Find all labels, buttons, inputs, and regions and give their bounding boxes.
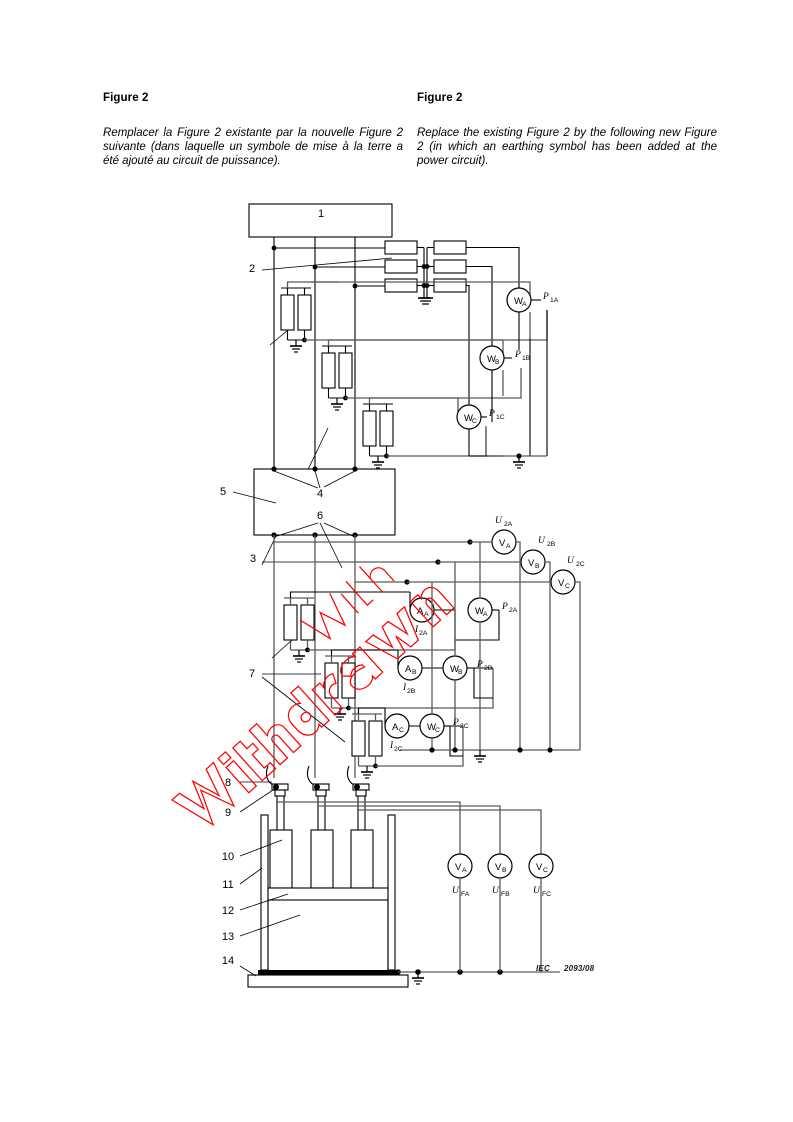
meter-sublabel-va-secondary: A: [506, 543, 511, 550]
meter-sublabel-wa: A: [522, 301, 527, 308]
quantity-sublabel-i2c: 2C: [394, 746, 403, 753]
callout-3: 3: [250, 553, 256, 565]
figure-2-diagram: .blk{stroke:#000;stroke-width:1.1;fill:n…: [0, 190, 793, 1000]
meter-label-wb-secondary: W: [450, 664, 459, 675]
meter-sublabel-va-furnace: A: [462, 867, 467, 874]
quantity-label-i2b: I: [402, 683, 407, 693]
iec-reference-number: 2093/08: [563, 964, 595, 973]
quantity-label-u2b: U: [538, 536, 546, 546]
callout-9: 9: [225, 807, 231, 819]
meter-label-vc-furnace: V: [536, 862, 543, 873]
quantity-sublabel-i2a: 2A: [419, 630, 428, 637]
quantity-label-ufa: U: [452, 886, 460, 896]
quantity-sublabel-p1a: 1A: [550, 297, 559, 304]
meter-label-wa-secondary: W: [475, 606, 484, 617]
quantity-label-ufb: U: [492, 886, 500, 896]
quantity-label-ufc: U: [533, 886, 541, 896]
meter-label-va-furnace: V: [455, 862, 462, 873]
meter-sublabel-vc-secondary: C: [565, 583, 570, 590]
callout-8: 8: [225, 777, 231, 789]
withdrawn-watermark: [170, 586, 455, 827]
quantity-label-p2c: P: [452, 718, 459, 728]
meter-label-wc-secondary: W: [427, 722, 436, 733]
callout-5: 5: [220, 486, 226, 498]
meter-sublabel-ab: B: [412, 669, 417, 676]
quantity-sublabel-u2b: 2B: [547, 541, 556, 548]
quantity-sublabel-u2c: 2C: [576, 561, 585, 568]
callout-7: 7: [249, 668, 255, 680]
quantity-label-p2a: P: [501, 602, 508, 612]
circuit-schematic-svg: .blk{stroke:#000;stroke-width:1.1;fill:n…: [170, 203, 585, 988]
quantity-label-u2c: U: [567, 556, 575, 566]
callout-12: 12: [222, 905, 234, 917]
meter-sublabel-wa-secondary: A: [483, 611, 488, 618]
quantity-label-p1c: P: [488, 409, 495, 419]
quantity-sublabel-p1b: 1B: [522, 355, 531, 362]
quantity-sublabel-p2a: 2A: [509, 607, 518, 614]
meter-label-ac: A: [392, 722, 399, 733]
french-column: Figure 2 Remplacer la Figure 2 existante…: [103, 92, 403, 169]
callout-4: 4: [317, 488, 323, 500]
iec-reference-label: IEC: [536, 964, 550, 973]
meter-sublabel-wb: B: [495, 359, 500, 366]
quantity-label-p1b: P: [514, 350, 521, 360]
quantity-label-p2b: P: [476, 660, 483, 670]
meter-label-vc-secondary: V: [558, 578, 565, 589]
french-body-text: Remplacer la Figure 2 existante par la n…: [103, 127, 403, 168]
meter-sublabel-wc: C: [472, 418, 477, 425]
meter-label-aa: A: [417, 606, 424, 617]
english-column: Figure 2 Replace the existing Figure 2 b…: [417, 92, 717, 169]
meter-sublabel-vb-secondary: B: [535, 563, 540, 570]
meter-sublabel-aa: A: [424, 611, 429, 618]
callout-1: 1: [318, 208, 324, 220]
callout-14: 14: [222, 955, 234, 967]
meter-label-va-secondary: V: [499, 538, 506, 549]
callout-6: 6: [317, 510, 323, 522]
meter-sublabel-vc-furnace: C: [543, 867, 548, 874]
english-body-text: Replace the existing Figure 2 by the fol…: [417, 127, 717, 168]
callout-13: 13: [222, 931, 234, 943]
meter-label-ab: A: [405, 664, 412, 675]
quantity-sublabel-i2b: 2B: [407, 688, 416, 695]
english-heading: Figure 2: [417, 92, 463, 104]
callout-10: 10: [222, 851, 234, 863]
quantity-label-p1a: P: [542, 292, 549, 302]
quantity-sublabel-p1c: 1C: [496, 414, 505, 421]
quantity-label-i2a: I: [414, 625, 419, 635]
meter-sublabel-ac: C: [399, 727, 404, 734]
quantity-sublabel-ufb: FB: [501, 891, 510, 898]
meter-label-wc: W: [464, 413, 473, 424]
meter-label-wb: W: [487, 354, 496, 365]
meter-sublabel-vb-furnace: B: [502, 867, 507, 874]
callout-11: 11: [222, 879, 233, 891]
meter-label-wa: W: [514, 296, 523, 307]
french-heading: Figure 2: [103, 92, 149, 104]
meter-label-vb-secondary: V: [528, 558, 535, 569]
quantity-sublabel-p2c: 2C: [460, 723, 469, 730]
meter-label-vb-furnace: V: [495, 862, 502, 873]
meter-sublabel-wb-secondary: B: [458, 669, 463, 676]
quantity-label-u2a: U: [495, 516, 503, 526]
meter-sublabel-wc-secondary: C: [435, 727, 440, 734]
quantity-sublabel-ufa: FA: [461, 891, 470, 898]
callout-2: 2: [249, 263, 255, 275]
quantity-sublabel-ufc: FC: [542, 891, 551, 898]
iec-reference: IEC 2093/08: [536, 964, 594, 973]
quantity-sublabel-p2b: 2B: [484, 665, 493, 672]
quantity-label-i2c: I: [389, 741, 394, 751]
withdrawn-watermark-tail: [299, 566, 395, 641]
quantity-sublabel-u2a: 2A: [504, 521, 513, 528]
